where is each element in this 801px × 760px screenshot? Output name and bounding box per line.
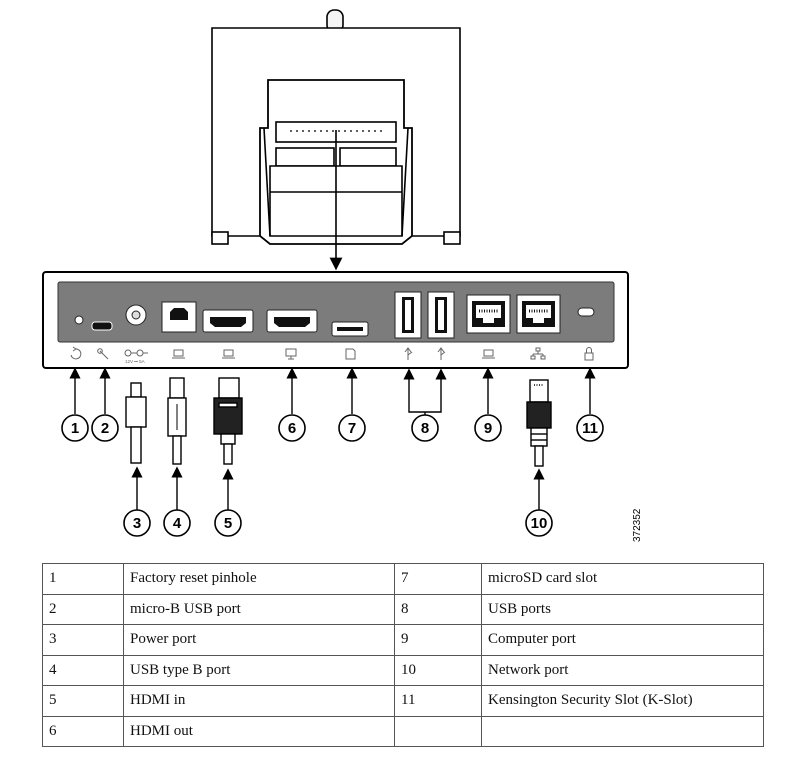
callout-10: 10	[525, 509, 553, 537]
power-cable	[125, 382, 147, 464]
callout-label: 7	[348, 420, 356, 437]
power-rating: 12V ⎓ 5A	[125, 359, 145, 364]
callout-9: 9	[474, 414, 502, 442]
legend-description: Network port	[481, 654, 764, 686]
legend-number: 6	[42, 715, 124, 747]
callout-label: 3	[133, 515, 141, 532]
usb-port-a	[394, 291, 422, 339]
callout-8: 8	[411, 414, 439, 442]
callout-label: 5	[224, 515, 232, 532]
legend-description: Factory reset pinhole	[123, 563, 395, 595]
wrench-icon	[97, 348, 109, 360]
callout-label: 8	[421, 420, 429, 437]
legend-number: 8	[394, 593, 482, 625]
computer-port	[466, 294, 511, 334]
legend-number: 1	[42, 563, 124, 595]
network-port	[516, 294, 561, 334]
legend-number: 11	[394, 685, 482, 717]
table-row: 4 USB type B port 10 Network port	[42, 654, 764, 686]
table-row: 1 Factory reset pinhole 7 microSD card s…	[42, 563, 764, 595]
computer-icon	[222, 349, 235, 359]
reset-icon	[70, 346, 82, 360]
callout-6: 6	[278, 414, 306, 442]
hdmi-out-port	[266, 309, 318, 333]
hdmi-in-port	[202, 309, 254, 333]
legend-description: Power port	[123, 624, 395, 656]
callout-2: 2	[91, 414, 119, 442]
callout-label: 4	[173, 515, 182, 532]
legend-number: 3	[42, 624, 124, 656]
computer-icon	[482, 349, 495, 359]
legend-description: USB ports	[481, 593, 764, 625]
leader-lines	[69, 367, 596, 512]
callout-label: 2	[101, 420, 109, 437]
legend-description: micro-B USB port	[123, 593, 395, 625]
legend-number: 9	[394, 624, 482, 656]
legend-number: 7	[394, 563, 482, 595]
legend-table: 1 Factory reset pinhole 7 microSD card s…	[42, 563, 764, 747]
factory-reset-pinhole	[74, 315, 84, 325]
table-row: 2 micro-B USB port 8 USB ports	[42, 593, 764, 625]
callout-4: 4	[163, 509, 191, 537]
legend-number	[394, 715, 482, 747]
legend-number: 2	[42, 593, 124, 625]
usb-port-b	[427, 291, 455, 339]
usb-icon	[437, 347, 446, 360]
legend-description: Computer port	[481, 624, 764, 656]
callout-label: 6	[288, 420, 296, 437]
computer-icon	[172, 349, 185, 359]
legend-description: microSD card slot	[481, 563, 764, 595]
kensington-slot	[577, 307, 595, 317]
sd-card-icon	[345, 348, 356, 360]
callout-label: 10	[531, 515, 548, 532]
connector-diagram: 12V ⎓ 5A	[42, 9, 643, 542]
table-row: 5 HDMI in 11 Kensington Security Slot (K…	[42, 685, 764, 717]
callout-label: 9	[484, 420, 492, 437]
usb-type-b-port	[161, 301, 197, 333]
microsd-card-slot	[331, 321, 369, 337]
usb-b-cable	[167, 377, 187, 465]
table-row: 3 Power port 9 Computer port	[42, 624, 764, 656]
micro-b-usb-port	[91, 321, 113, 331]
dc-power-icon	[124, 349, 148, 357]
callout-5: 5	[214, 509, 242, 537]
power-port	[125, 304, 147, 326]
callout-7: 7	[338, 414, 366, 442]
usb-icon	[404, 347, 413, 360]
callout-label: 1	[71, 420, 79, 437]
callout-label: 11	[582, 420, 598, 437]
figure-id: 372352	[632, 508, 643, 542]
legend-number: 10	[394, 654, 482, 686]
callout-11: 11	[576, 414, 604, 442]
lock-icon	[584, 347, 594, 361]
callout-1: 1	[61, 414, 89, 442]
legend-number: 5	[42, 685, 124, 717]
network-icon	[530, 347, 546, 360]
hdmi-cable	[213, 377, 243, 465]
ethernet-cable	[526, 379, 552, 467]
connector-panel: 12V ⎓ 5A	[42, 271, 629, 369]
monitor-icon	[285, 348, 297, 360]
legend-description: USB type B port	[123, 654, 395, 686]
legend-description: HDMI out	[123, 715, 395, 747]
legend-description: HDMI in	[123, 685, 395, 717]
callout-3: 3	[123, 509, 151, 537]
legend-number: 4	[42, 654, 124, 686]
legend-description	[481, 715, 764, 747]
legend-description: Kensington Security Slot (K-Slot)	[481, 685, 764, 717]
table-row: 6 HDMI out	[42, 715, 764, 747]
